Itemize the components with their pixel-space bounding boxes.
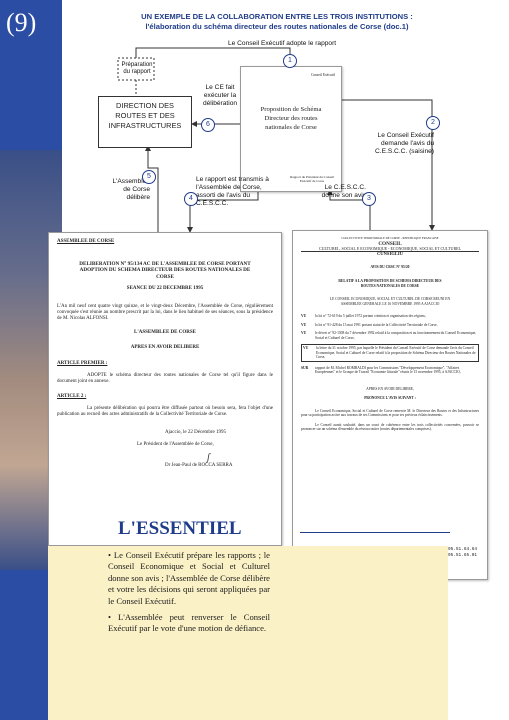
step-number-2: 2 [426, 116, 440, 130]
deliberation-signatory-title: Le Président de l'Assemblée de Corse, [137, 442, 214, 448]
step-number-6: 6 [201, 118, 215, 132]
avis-header2: CULTUREL, SOCIAL E ECONOMIQUE - ECONOMIQ… [301, 246, 479, 252]
essentiel-box: • Le Conseil Exécutif prépare les rappor… [48, 546, 448, 720]
page-title: UN EXEMPLE DE LA COLLABORATION ENTRE LES… [112, 12, 442, 32]
deliberation-art1: ARTICLE PREMIER : [57, 361, 108, 367]
step2-label: Le Conseil Exécutif demande l'avis du C.… [375, 132, 434, 155]
avis-relatif: RELATIF A LA PROPOSITION DE SCHEMA DIREC… [338, 279, 442, 288]
avis-tel: TEL 95.51.64.64 [437, 547, 477, 552]
avis-body2: Le Conseil aurait souhaité, dans un souc… [301, 422, 479, 432]
center-doc-header: Conseil Exécutif [310, 73, 335, 77]
avis-vu-list: VU la loi n° 72-619 du 5 juillet 1972 por… [301, 314, 479, 375]
avis-header3: CUNSIGLIU [376, 251, 404, 256]
title-line-1: UN EXEMPLE DE LA COLLABORATION ENTRE LES… [141, 12, 413, 21]
essentiel-point-2: • L'Assemblée peut renverser le Conseil … [108, 612, 270, 634]
center-doc-title: Proposition de Schéma Directeur des rout… [260, 106, 322, 131]
avis-vu-key: VU [303, 346, 309, 350]
avis-vu-item: VU la loi n° 91-428 du 13 mai 1991 portan… [301, 323, 479, 328]
avis-vu-item: VU la loi n° 72-619 du 5 juillet 1972 por… [301, 314, 479, 319]
step-number-5: 5 [142, 170, 156, 184]
avis-vu-text: la loi n° 72-619 du 5 juillet 1972 porta… [315, 314, 426, 318]
essentiel-point-1: • Le Conseil Exécutif prépare les rappor… [108, 550, 270, 606]
step5-label: L'Assemblée de Corse délibère [112, 178, 150, 201]
avis-conseil: LE CONSEIL ECONOMIQUE, SOCIAL ET CULTURE… [329, 297, 451, 306]
center-doc-footer: Rapport du Président du Conseil Exécutif… [289, 175, 335, 183]
avis-top: COLLECTIVITE TERRITORIALE DE CORSE - REP… [341, 236, 439, 240]
deliberation-document: ASSEMBLEE DE CORSE DELIBERATION N° 95/13… [48, 232, 282, 546]
deliberation-place-date: Ajaccio, le 22 Décembre 1995 [165, 430, 226, 436]
step1-label: Le Conseil Exécutif adopte le rapport [228, 40, 337, 47]
deliberation-art2-text: La présente délibération qui pourra être… [57, 405, 273, 418]
ce-execute-label: Le CE fait exécuter la délibération [202, 84, 238, 107]
avis-vu-text: le décret n° 92-1508 du 7 décembre 1992 … [315, 331, 477, 340]
step-number-4: 4 [184, 192, 198, 206]
deliberation-title: DELIBERATION N° 95/134 AC DE L'ASSEMBLEE… [79, 261, 251, 280]
step-number-1: 1 [283, 54, 297, 68]
avis-header1: CONSEIL [378, 240, 402, 247]
direction-box: DIRECTION DES ROUTES ET DES INFRASTRUCTU… [98, 96, 192, 148]
deliberation-art1-text: ADOPTE le schéma directeur des routes na… [57, 373, 273, 385]
deliberation-header: ASSEMBLEE DE CORSE [57, 239, 115, 244]
title-line-2: l'élaboration du schéma directeur des ro… [145, 22, 409, 31]
avis-vu-item: VU le décret n° 92-1508 du 7 décembre 199… [301, 331, 479, 340]
avis-vu-item-highlighted: VU la lettre du 31 octobre 1995, par laqu… [301, 344, 479, 362]
avis-vu-key: VU [301, 322, 307, 327]
deliberation-seance: SEANCE DU 22 DECEMBRE 1995 [126, 285, 204, 291]
avis-body1: Le Conseil Economique, Social et Culture… [301, 408, 479, 418]
deliberation-signatory: Dr Jean-Paul de ROCCA SERRA [165, 462, 233, 468]
deliberation-art2: ARTICLE 2 : [57, 393, 87, 399]
deliberation-assemblee: L'ASSEMBLEE DE CORSE [134, 329, 196, 335]
avis-vu-text: rapport de M. Michel ROMBALDI pour les C… [315, 365, 461, 375]
avis-vu-key: SUR [301, 365, 309, 370]
avis-vu-key: VU [301, 314, 307, 318]
avis-vu-key: VU [301, 331, 307, 335]
preparation-label: Préparation du rapport [121, 62, 153, 75]
page-number: (9) [6, 8, 37, 37]
avis-vu-text: la lettre du 31 octobre 1995, par laquel… [316, 346, 476, 359]
avis-prononce: PRONONCE L'AVIS SUIVANT : [364, 396, 416, 400]
step4-label: Le rapport est transmis à l'Assemblée de… [196, 176, 269, 207]
avis-number: AVIS DU CRSC N° 95/20 [370, 264, 410, 269]
step-number-3: 3 [362, 192, 376, 206]
direction-box-label: DIRECTION DES ROUTES ET DES INFRASTRUCTU… [108, 101, 182, 130]
deliberation-apres: APRES EN AVOIR DELIBERE [130, 344, 200, 350]
avis-apres: APRES EN AVOIR DELIBERE, [366, 386, 414, 391]
avis-vu-text: la loi n° 91-428 du 13 mai 1991 portant … [315, 322, 438, 327]
essentiel-divider [300, 532, 450, 533]
avis-fax: FAX 95.51.65.01 [437, 553, 477, 558]
signature-mark: ʃ [207, 451, 210, 463]
step3-label: Le C.E.S.C.C. donne son avis [321, 184, 366, 199]
avis-vu-item: SUR rapport de M. Michel ROMBALDI pour le… [301, 366, 479, 375]
essentiel-heading: L'ESSENTIEL [118, 518, 242, 539]
center-proposal-doc: Conseil Exécutif Proposition de Schéma D… [240, 66, 342, 192]
deliberation-para1: L'An mil neuf cent quatre vingt quinze, … [57, 304, 273, 322]
cescc-avis-document: COLLECTIVITE TERRITORIALE DE CORSE - REP… [292, 230, 488, 580]
